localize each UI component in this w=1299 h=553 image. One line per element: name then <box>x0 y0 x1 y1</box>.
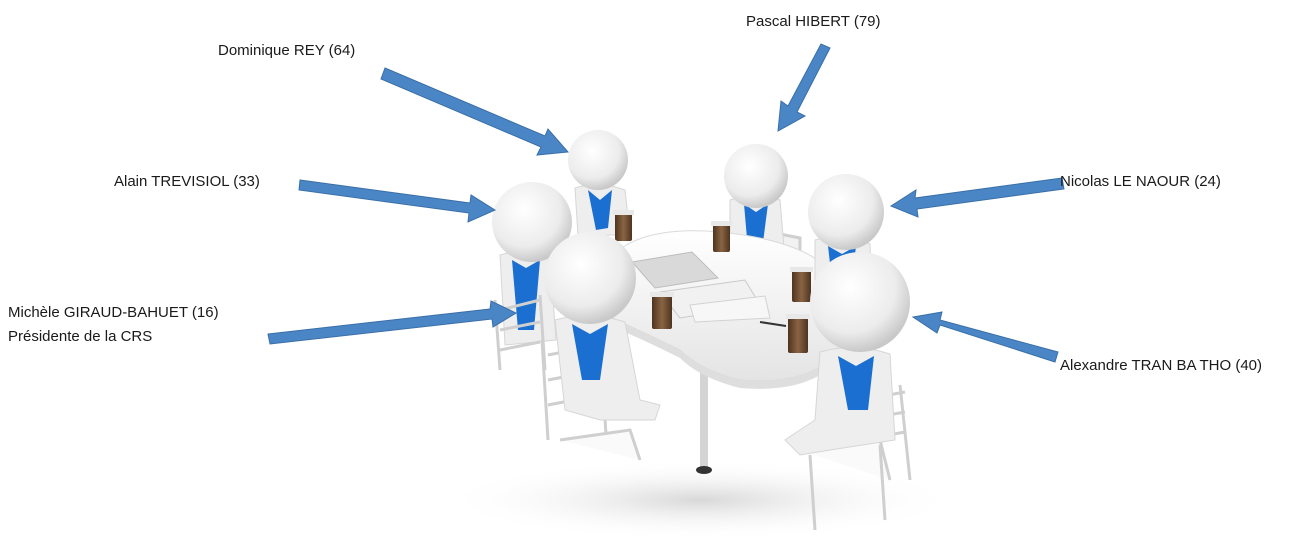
floor-shadow <box>440 460 960 540</box>
figure-dominique <box>568 130 631 236</box>
label-alain: Alain TREVISIOL (33) <box>114 173 260 190</box>
coffee-cup-4 <box>650 292 674 329</box>
chair-left-back <box>493 294 547 371</box>
arrow-alexandre <box>911 311 1059 363</box>
arrow-michele <box>267 300 518 345</box>
coffee-cup-3 <box>790 267 813 302</box>
label-nicolas: Nicolas LE NAOUR (24) <box>1060 173 1221 190</box>
arrow-dominique <box>380 67 570 156</box>
arrow-nicolas <box>889 177 1065 218</box>
arrow-pascal <box>777 43 831 132</box>
figure-michele <box>544 232 661 421</box>
figure-alexandre <box>784 252 910 456</box>
figure-alain <box>492 182 572 346</box>
laptop <box>631 251 720 289</box>
coffee-cup-5 <box>786 314 810 353</box>
coffee-cup-1 <box>613 210 634 241</box>
arrows <box>267 43 1065 363</box>
table-foot <box>696 466 712 474</box>
label-pascal: Pascal HIBERT (79) <box>746 13 881 30</box>
paper-sheet-2 <box>689 295 771 323</box>
label-dominique: Dominique REY (64) <box>218 42 356 59</box>
label-michele-name: Michèle GIRAUD-BAHUET (16) <box>8 304 219 321</box>
pen <box>759 321 787 327</box>
coffee-cup-2 <box>711 221 732 252</box>
label-alexandre: Alexandre TRAN BA THO (40) <box>1060 357 1263 374</box>
figure-pascal <box>724 144 788 251</box>
table-edge <box>615 320 830 389</box>
arrow-alain <box>298 179 497 223</box>
table-leg <box>700 370 708 470</box>
label-michele-role: Présidente de la CRS <box>8 328 153 345</box>
